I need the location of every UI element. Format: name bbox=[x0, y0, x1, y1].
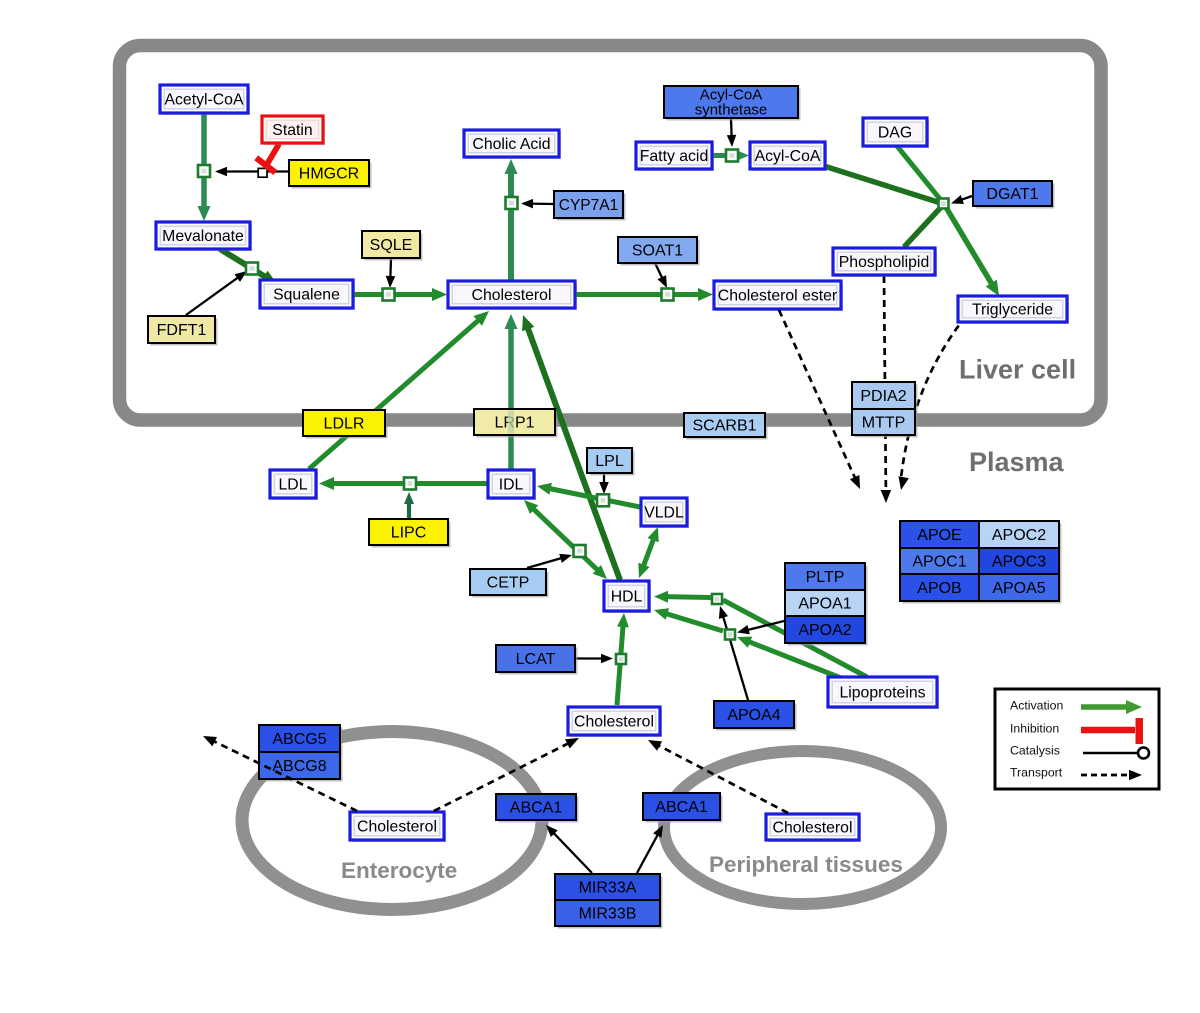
svg-text:APOC1: APOC1 bbox=[912, 554, 966, 571]
svg-text:APOC2: APOC2 bbox=[992, 527, 1046, 544]
svg-text:Inhibition: Inhibition bbox=[1010, 722, 1059, 736]
svg-text:SCARB1: SCARB1 bbox=[692, 418, 756, 435]
svg-text:Cholesterol: Cholesterol bbox=[574, 714, 654, 731]
svg-text:PLTP: PLTP bbox=[806, 569, 845, 586]
svg-text:Liver cell: Liver cell bbox=[959, 355, 1076, 385]
svg-text:Catalysis: Catalysis bbox=[1010, 744, 1060, 758]
svg-text:MTTP: MTTP bbox=[862, 415, 906, 432]
svg-text:APOC3: APOC3 bbox=[992, 554, 1046, 571]
svg-text:Transport: Transport bbox=[1010, 766, 1063, 780]
svg-text:Cholesterol ester: Cholesterol ester bbox=[718, 288, 837, 305]
svg-text:DAG: DAG bbox=[878, 125, 912, 142]
svg-text:Squalene: Squalene bbox=[273, 287, 340, 304]
svg-text:HDL: HDL bbox=[611, 589, 643, 606]
svg-text:LCAT: LCAT bbox=[516, 651, 556, 668]
svg-text:LDL: LDL bbox=[279, 477, 308, 494]
svg-text:Acyl-CoA: Acyl-CoA bbox=[755, 148, 821, 165]
svg-text:ABCA1: ABCA1 bbox=[510, 800, 563, 817]
svg-text:PDIA2: PDIA2 bbox=[860, 388, 906, 405]
svg-text:LIPC: LIPC bbox=[391, 525, 427, 542]
svg-text:ABCG8: ABCG8 bbox=[272, 758, 326, 775]
svg-text:MIR33B: MIR33B bbox=[579, 906, 637, 923]
svg-text:LRP1: LRP1 bbox=[494, 415, 534, 432]
svg-text:Enterocyte: Enterocyte bbox=[341, 858, 457, 883]
svg-text:Peripheral tissues: Peripheral tissues bbox=[709, 852, 903, 877]
svg-text:Cholic Acid: Cholic Acid bbox=[472, 136, 550, 153]
svg-text:Mevalonate: Mevalonate bbox=[162, 228, 244, 245]
svg-text:ABCG5: ABCG5 bbox=[272, 731, 326, 748]
svg-text:Acyl-CoA: Acyl-CoA bbox=[700, 87, 763, 104]
svg-text:APOA5: APOA5 bbox=[992, 580, 1045, 597]
svg-text:Acetyl-CoA: Acetyl-CoA bbox=[164, 92, 243, 109]
svg-text:DGAT1: DGAT1 bbox=[986, 186, 1038, 203]
svg-text:Cholesterol: Cholesterol bbox=[472, 287, 552, 304]
svg-text:FDFT1: FDFT1 bbox=[157, 322, 207, 339]
svg-text:SOAT1: SOAT1 bbox=[632, 243, 683, 260]
svg-text:SQLE: SQLE bbox=[370, 237, 413, 254]
svg-text:CETP: CETP bbox=[487, 575, 530, 592]
svg-text:Cholesterol: Cholesterol bbox=[357, 819, 437, 836]
svg-text:HMGCR: HMGCR bbox=[299, 166, 359, 183]
svg-text:APOA4: APOA4 bbox=[727, 707, 780, 724]
svg-text:LPL: LPL bbox=[595, 453, 624, 470]
svg-text:APOB: APOB bbox=[917, 580, 961, 597]
svg-text:Fatty acid: Fatty acid bbox=[640, 148, 708, 165]
svg-text:Phospholipid: Phospholipid bbox=[839, 254, 929, 271]
svg-text:APOA2: APOA2 bbox=[798, 622, 851, 639]
svg-text:IDL: IDL bbox=[499, 477, 524, 494]
svg-text:MIR33A: MIR33A bbox=[579, 880, 637, 897]
svg-text:synthetase: synthetase bbox=[695, 101, 768, 118]
svg-text:Statin: Statin bbox=[272, 122, 312, 139]
svg-text:APOE: APOE bbox=[917, 527, 961, 544]
svg-text:LDLR: LDLR bbox=[324, 416, 365, 433]
svg-text:Plasma: Plasma bbox=[969, 447, 1065, 477]
svg-text:ABCA1: ABCA1 bbox=[655, 799, 708, 816]
svg-text:CYP7A1: CYP7A1 bbox=[559, 197, 618, 214]
svg-text:VLDL: VLDL bbox=[644, 505, 684, 522]
svg-text:Lipoproteins: Lipoproteins bbox=[839, 685, 925, 702]
svg-text:APOA1: APOA1 bbox=[798, 596, 851, 613]
svg-text:Cholesterol: Cholesterol bbox=[773, 820, 853, 837]
svg-text:Activation: Activation bbox=[1010, 699, 1063, 713]
svg-text:Triglyceride: Triglyceride bbox=[972, 302, 1053, 319]
